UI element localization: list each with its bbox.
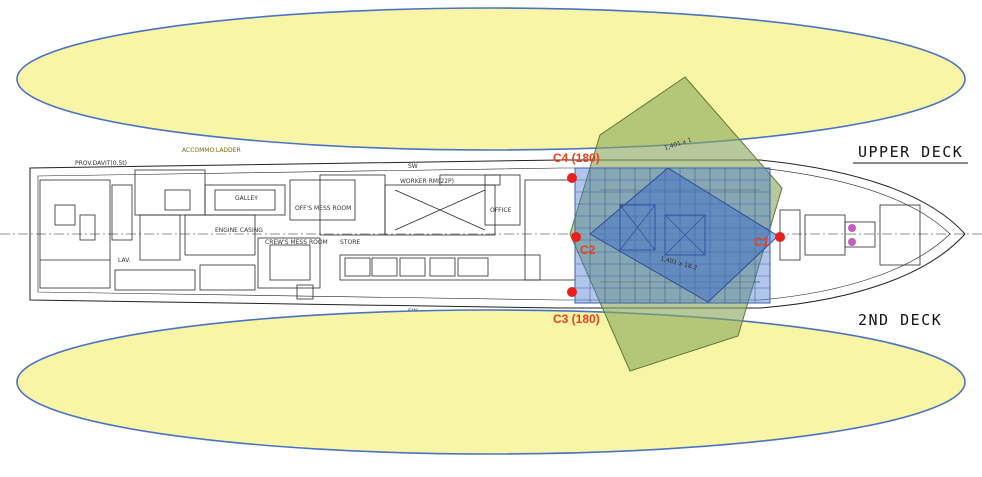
- lower-coverage-ellipse: [16, 309, 966, 455]
- ship-hull: [0, 159, 982, 309]
- crews-mess-label: CREW'S MESS ROOM: [265, 239, 328, 246]
- sw-label-top: SW: [408, 163, 418, 170]
- lav-label: LAV.: [118, 257, 131, 264]
- camera-c4-label: C4 (180): [553, 151, 600, 165]
- camera-c2-label: C2: [580, 243, 596, 257]
- offs-mess-label: OFF'S MESS ROOM: [295, 205, 351, 212]
- upper-deck-title-group: UPPER DECK: [853, 143, 968, 164]
- prov-davit-label: PROV.DAVIT(0.5t): [75, 160, 127, 167]
- camera-c3-marker[interactable]: [567, 287, 577, 297]
- camera-c2-marker[interactable]: [571, 232, 581, 242]
- deck-plan-drawing: [39, 169, 921, 300]
- camera-c3-label: C3 (180): [553, 312, 600, 326]
- upper-deck-title: UPPER DECK: [858, 143, 963, 161]
- bow-fitting-marker: [848, 238, 856, 246]
- galley-label: GALLEY: [235, 195, 258, 202]
- lower-deck-title: 2ND DECK: [858, 311, 942, 329]
- upper-coverage-ellipse: [16, 7, 966, 151]
- camera-c4-marker[interactable]: [567, 173, 577, 183]
- accommo-ladder-label: ACCOMMO.LADDER: [182, 147, 241, 154]
- office-label: OFFICE: [490, 207, 512, 214]
- worker-rm-label: WORKER RM(22P): [400, 178, 454, 185]
- engine-casing-label: ENGINE CASING: [215, 227, 263, 234]
- camera-c1-marker[interactable]: [775, 232, 785, 242]
- store-label: STORE: [340, 239, 360, 246]
- dark-blue-coverage-zone: [589, 167, 779, 303]
- bow-fitting-marker: [848, 224, 856, 232]
- camera-c1-label: C1: [754, 235, 770, 249]
